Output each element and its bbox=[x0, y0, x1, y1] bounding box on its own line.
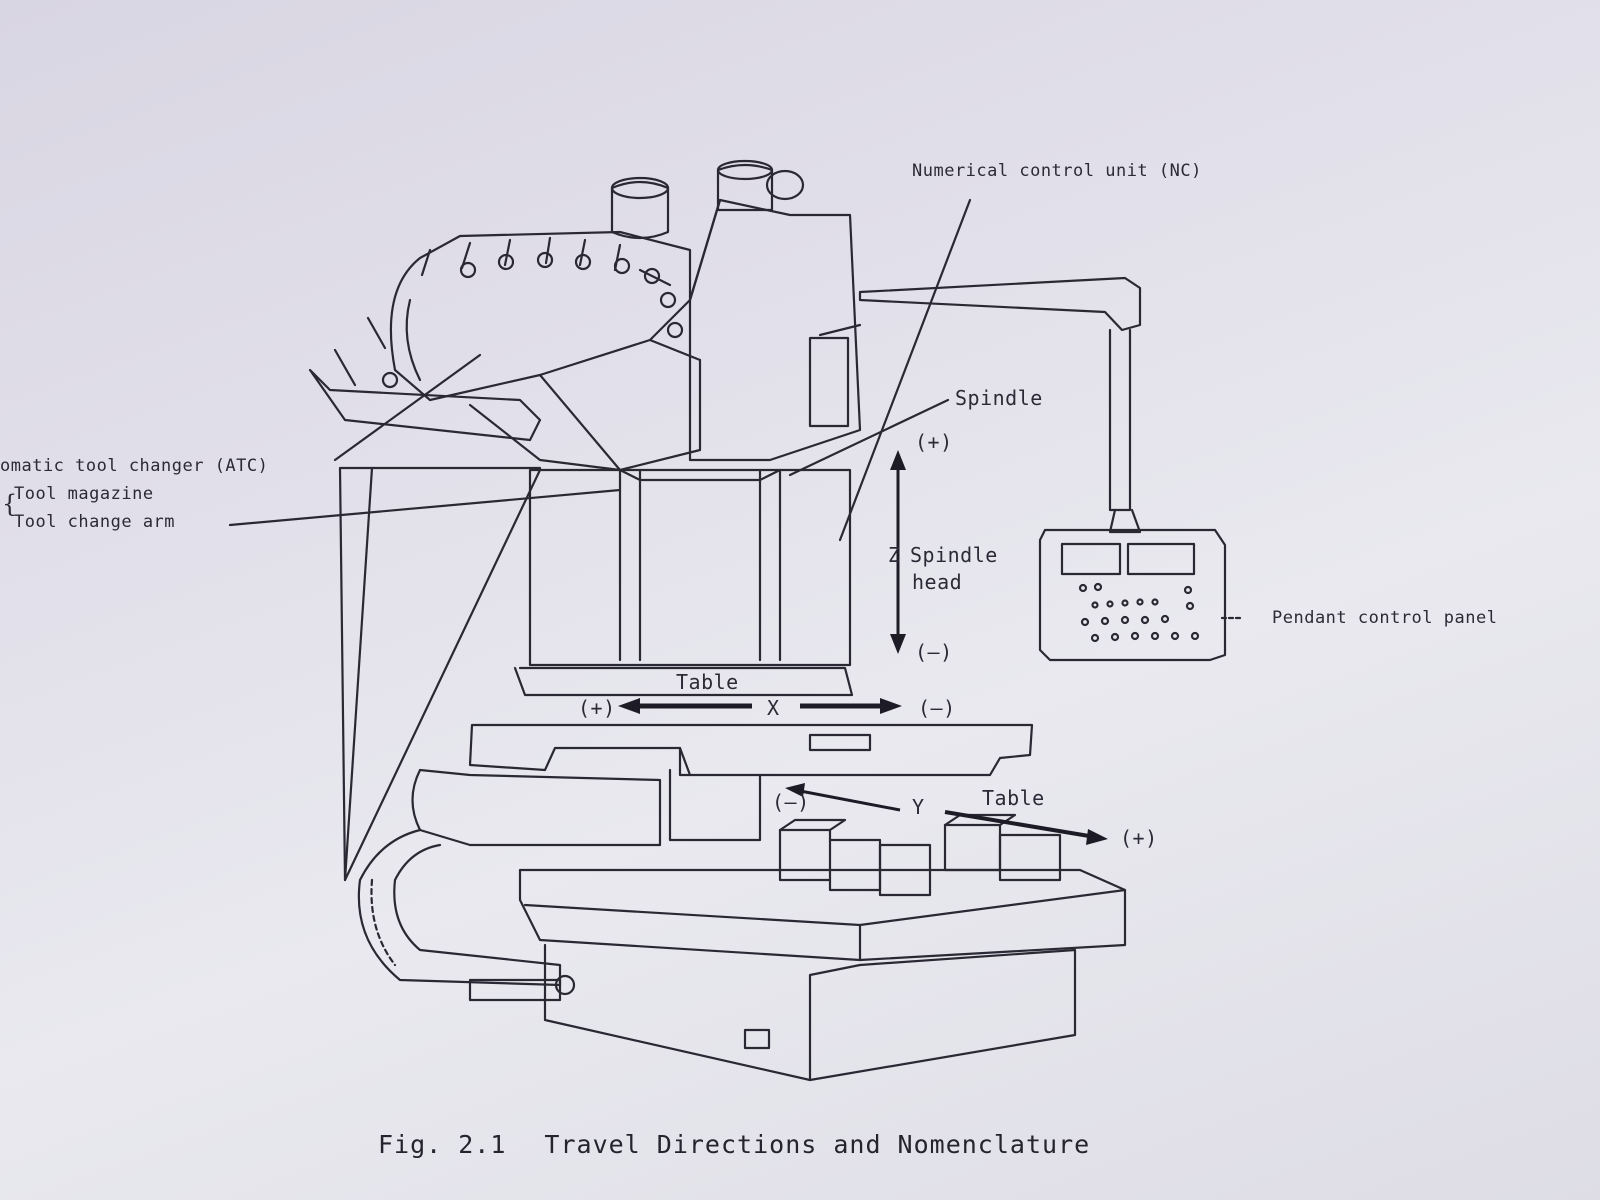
head-box bbox=[688, 198, 862, 462]
saddle bbox=[468, 723, 1034, 777]
motor-top bbox=[610, 180, 670, 240]
label-x-minus: (–) bbox=[918, 696, 956, 720]
brace-icon: { bbox=[2, 490, 18, 518]
leader-nc bbox=[838, 198, 972, 542]
label-spindle: Spindle bbox=[955, 386, 1043, 410]
caption-title: Travel Directions and Nomenclature bbox=[544, 1130, 1091, 1159]
pendant-arm bbox=[858, 276, 1142, 332]
y-arrow-front bbox=[944, 810, 1096, 839]
y-arrow-back bbox=[794, 788, 901, 812]
leader-arm bbox=[228, 488, 622, 527]
label-pendant: Pendant control panel bbox=[1272, 608, 1498, 628]
label-atc: omatic tool changer (ATC) bbox=[0, 456, 269, 476]
spindle-head bbox=[528, 468, 852, 667]
z-arrow-down bbox=[890, 634, 906, 654]
label-x-axis: X bbox=[767, 696, 780, 720]
lower-table bbox=[518, 868, 1127, 962]
caption-fig-number: Fig. 2.1 bbox=[378, 1130, 507, 1159]
label-y-axis: Y bbox=[912, 795, 925, 819]
label-nc-unit: Numerical control unit (NC) bbox=[912, 161, 1202, 181]
tool-holders bbox=[333, 236, 684, 389]
z-arrow-up bbox=[890, 450, 906, 470]
column-body bbox=[338, 466, 542, 882]
label-z-plus: (+) bbox=[915, 430, 953, 454]
label-z-minus: (–) bbox=[915, 640, 953, 664]
knee-guard bbox=[411, 768, 662, 847]
machine-base bbox=[543, 943, 1077, 1082]
label-y-minus: (–) bbox=[772, 790, 810, 814]
figure-caption: Fig. 2.1 Travel Directions and Nomenclatu… bbox=[378, 1130, 1128, 1159]
label-table-lower: Table bbox=[982, 786, 1045, 810]
pendant-panel bbox=[1038, 528, 1227, 662]
atc-magazine bbox=[389, 230, 692, 402]
leader-spindle bbox=[788, 398, 950, 477]
label-spindle-head-2: head bbox=[912, 570, 963, 594]
label-x-plus: (+) bbox=[578, 696, 616, 720]
leader-atc bbox=[333, 353, 482, 462]
label-spindle-head-1: Spindle bbox=[910, 543, 998, 567]
label-tool-magazine: Tool magazine bbox=[14, 484, 154, 504]
workpiece-blocks bbox=[778, 813, 1062, 897]
upper-table bbox=[513, 666, 854, 697]
label-tool-change-arm: Tool change arm bbox=[14, 512, 176, 532]
label-table-upper: Table bbox=[676, 670, 739, 694]
label-z-axis: Z bbox=[888, 543, 901, 567]
label-y-plus: (+) bbox=[1120, 826, 1158, 850]
